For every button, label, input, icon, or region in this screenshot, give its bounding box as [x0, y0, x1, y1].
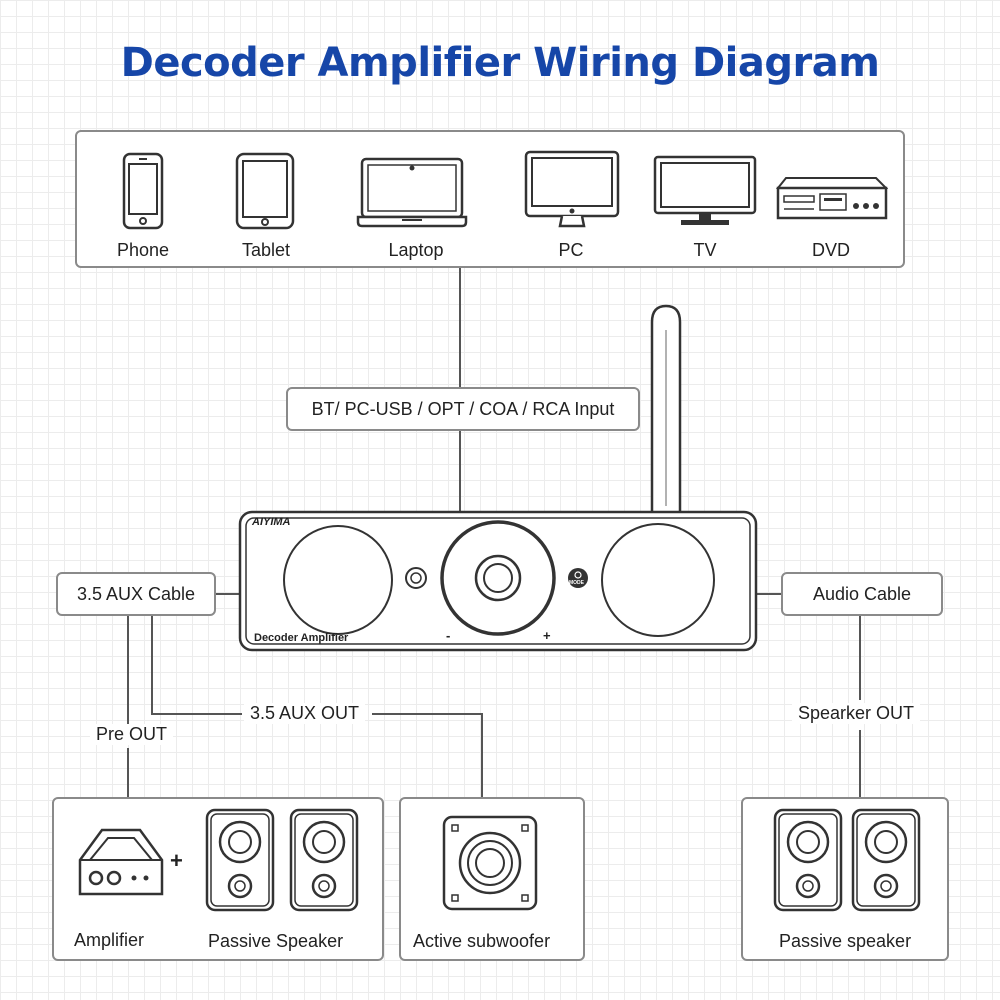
plus-sign: + [170, 848, 183, 873]
external-amplifier-icon [78, 828, 164, 896]
amplifier-brand-logo: AIYIMA [252, 516, 291, 528]
volume-minus-label: - [446, 628, 451, 643]
passive-speaker-icon-3 [773, 808, 843, 912]
mode-button-label: MODE [569, 580, 584, 586]
active-subwoofer-icon [442, 815, 538, 911]
passive-speaker-icon-4 [851, 808, 921, 912]
passive-speaker-caption: Passive Speaker [208, 931, 344, 951]
source-label-dvd: DVD [811, 240, 850, 260]
source-label-tv: TV [693, 240, 717, 260]
aux-cable-label: 3.5 AUX Cable [56, 572, 216, 616]
dvd-player-icon [776, 177, 888, 220]
amplifier-caption: Amplifier [74, 930, 145, 950]
passive-speaker-icon-2 [289, 808, 359, 912]
volume-plus-label: + [543, 628, 551, 643]
laptop-icon [356, 157, 468, 228]
source-label-tablet: Tablet [241, 240, 291, 260]
source-label-pc: PC [558, 240, 584, 260]
speaker-out-label: Spearker OUT [792, 703, 921, 724]
diagram-title: Decoder Amplifier Wiring Diagram [120, 40, 880, 86]
aux-out-label: 3.5 AUX OUT [244, 703, 366, 724]
tablet-icon [235, 152, 295, 230]
amplifier-model-label: Decoder Amplifier [254, 632, 349, 644]
active-subwoofer-caption: Active subwoofer [413, 931, 551, 951]
audio-cable-label: Audio Cable [781, 572, 943, 616]
tv-icon [653, 155, 757, 225]
passive-speaker-icon-1 [205, 808, 275, 912]
pc-monitor-icon [524, 150, 620, 228]
decoder-amplifier-device [238, 304, 758, 652]
right-passive-speaker-caption: Passive speaker [779, 931, 912, 951]
source-label-phone: Phone [116, 240, 170, 260]
source-label-laptop: Laptop [388, 240, 444, 260]
pre-out-label: Pre OUT [90, 724, 174, 745]
input-types-label: BT/ PC-USB / OPT / COA / RCA Input [286, 387, 640, 431]
source-devices-panel [75, 130, 905, 268]
phone-icon [122, 152, 164, 230]
